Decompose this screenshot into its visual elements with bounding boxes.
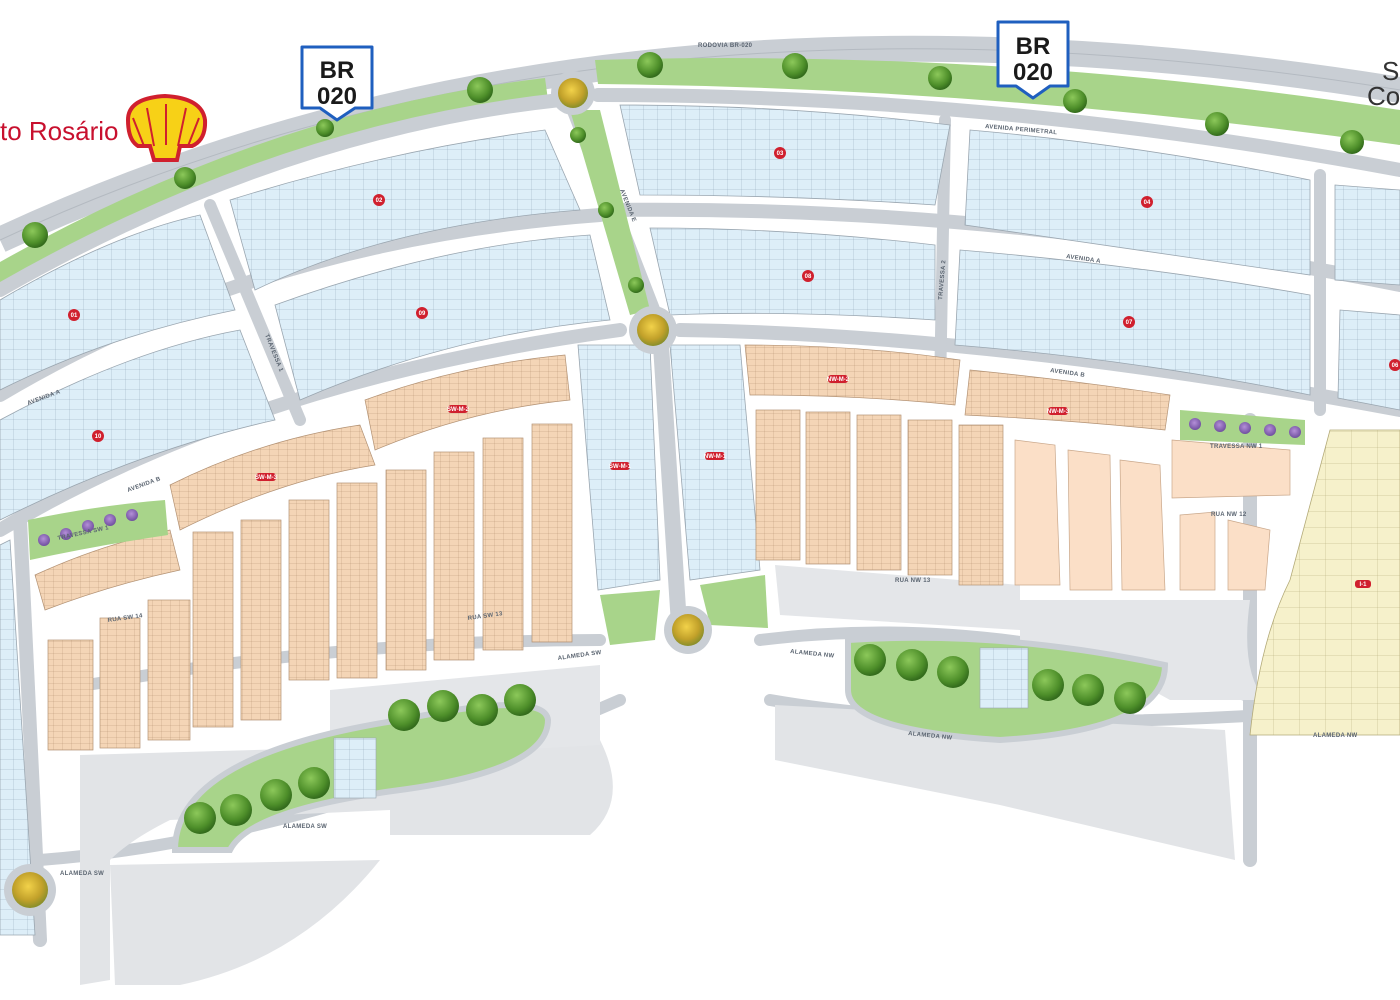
highway-shield-right: BR 020 bbox=[996, 20, 1070, 100]
svg-text:09: 09 bbox=[419, 311, 426, 317]
svg-text:TRAVESSA NW 1: TRAVESSA NW 1 bbox=[1210, 444, 1263, 450]
svg-text:NW-M-1: NW-M-1 bbox=[704, 454, 727, 460]
block-i1 bbox=[1249, 429, 1400, 736]
block-06 bbox=[1337, 309, 1400, 411]
greenbelt-right bbox=[595, 58, 1400, 145]
svg-text:SW-M-3: SW-M-3 bbox=[255, 475, 278, 481]
roundabouts bbox=[4, 71, 712, 916]
block-02 bbox=[229, 129, 581, 291]
block-08 bbox=[649, 227, 936, 321]
svg-text:RUA SW 14: RUA SW 14 bbox=[107, 613, 143, 624]
svg-text:AVENIDA B: AVENIDA B bbox=[127, 476, 162, 494]
block-badge-09: 09 bbox=[416, 307, 428, 319]
block-badge-01: 01 bbox=[68, 309, 80, 321]
plaza-bottom-left bbox=[110, 860, 380, 985]
svg-text:ALAMEDA NW: ALAMEDA NW bbox=[1313, 733, 1357, 739]
right-text-line1: Se bbox=[1382, 56, 1400, 86]
block-badge-10: 10 bbox=[92, 430, 104, 442]
plaza-nw-south bbox=[775, 705, 1235, 860]
svg-text:RUA SW 13: RUA SW 13 bbox=[467, 611, 503, 622]
greenbelt-left bbox=[0, 78, 548, 290]
svg-text:06: 06 bbox=[1392, 363, 1399, 369]
svg-text:ALAMEDA SW: ALAMEDA SW bbox=[283, 824, 327, 830]
block-09 bbox=[274, 234, 611, 401]
block-badges: 01 02 03 04 06 07 08 09 10 bbox=[68, 147, 1400, 442]
peach-blocks bbox=[34, 344, 1171, 751]
code-badges: NW-M-2 NW-M-3 NW-M-1 SW-M-1 SW-M-2 SW-M-… bbox=[255, 375, 1371, 588]
park-lots-sw bbox=[333, 737, 377, 799]
station-name: to Rosário bbox=[0, 116, 119, 146]
badge-sw-m3: SW-M-3 bbox=[255, 473, 278, 481]
svg-text:10: 10 bbox=[95, 434, 102, 440]
svg-text:RUA NW 12: RUA NW 12 bbox=[1211, 512, 1247, 518]
badge-nw-m1: NW-M-1 bbox=[704, 452, 727, 460]
svg-text:ALAMEDA NW: ALAMEDA NW bbox=[908, 731, 953, 742]
svg-text:020: 020 bbox=[1013, 59, 1053, 86]
svg-text:BR: BR bbox=[320, 57, 355, 84]
badge-nw-m2: NW-M-2 bbox=[827, 375, 850, 383]
plaza-nw-east bbox=[1020, 600, 1265, 700]
block-sw-left bbox=[0, 539, 36, 936]
svg-text:I-1: I-1 bbox=[1359, 582, 1367, 588]
svg-text:02: 02 bbox=[376, 198, 383, 204]
block-01 bbox=[0, 214, 236, 391]
block-04 bbox=[964, 129, 1311, 276]
block-badge-07: 07 bbox=[1123, 316, 1135, 328]
block-badge-08: 08 bbox=[802, 270, 814, 282]
svg-text:RUA NW 13: RUA NW 13 bbox=[895, 578, 931, 584]
park-lots-nw bbox=[979, 647, 1029, 709]
badge-nw-m3: NW-M-3 bbox=[1047, 407, 1070, 415]
trees bbox=[22, 52, 1364, 834]
svg-text:SW-M-1: SW-M-1 bbox=[609, 464, 632, 470]
svg-text:AVENIDA B: AVENIDA B bbox=[1050, 368, 1086, 379]
svg-text:ALAMEDA SW: ALAMEDA SW bbox=[60, 871, 104, 877]
block-04b bbox=[1334, 184, 1400, 286]
block-badge-02: 02 bbox=[373, 194, 385, 206]
svg-text:08: 08 bbox=[805, 274, 812, 280]
block-badge-04: 04 bbox=[1141, 196, 1153, 208]
badge-sw-m1: SW-M-1 bbox=[609, 462, 632, 470]
badge-sw-m2: SW-M-2 bbox=[447, 405, 470, 413]
shell-logo-icon bbox=[125, 93, 208, 162]
block-badge-06: 06 bbox=[1389, 359, 1400, 371]
svg-text:BR: BR bbox=[1016, 33, 1051, 60]
svg-text:01: 01 bbox=[71, 313, 78, 319]
salmon-blocks bbox=[1014, 439, 1291, 591]
svg-text:ALAMEDA SW: ALAMEDA SW bbox=[557, 650, 602, 662]
svg-text:020: 020 bbox=[317, 83, 357, 110]
svg-text:ALAMEDA NW: ALAMEDA NW bbox=[790, 649, 835, 660]
svg-text:SW-M-2: SW-M-2 bbox=[447, 407, 470, 413]
blue-blocks bbox=[0, 104, 1400, 936]
svg-text:AVENIDA A: AVENIDA A bbox=[1066, 254, 1102, 265]
svg-text:RODOVIA BR-020: RODOVIA BR-020 bbox=[698, 43, 753, 49]
svg-text:NW-M-2: NW-M-2 bbox=[827, 377, 850, 383]
block-nw-col-2 bbox=[669, 344, 761, 581]
svg-text:03: 03 bbox=[777, 151, 784, 157]
block-badge-03: 03 bbox=[774, 147, 786, 159]
svg-text:04: 04 bbox=[1144, 200, 1151, 206]
badge-i1: I-1 bbox=[1355, 580, 1371, 588]
highway-shield-left: BR 020 bbox=[300, 45, 374, 122]
svg-text:07: 07 bbox=[1126, 320, 1133, 326]
right-text-line2: Co bbox=[1367, 81, 1400, 111]
svg-text:NW-M-3: NW-M-3 bbox=[1047, 409, 1070, 415]
svg-text:TRAVESSA 2: TRAVESSA 2 bbox=[938, 259, 947, 300]
block-10 bbox=[0, 329, 276, 521]
